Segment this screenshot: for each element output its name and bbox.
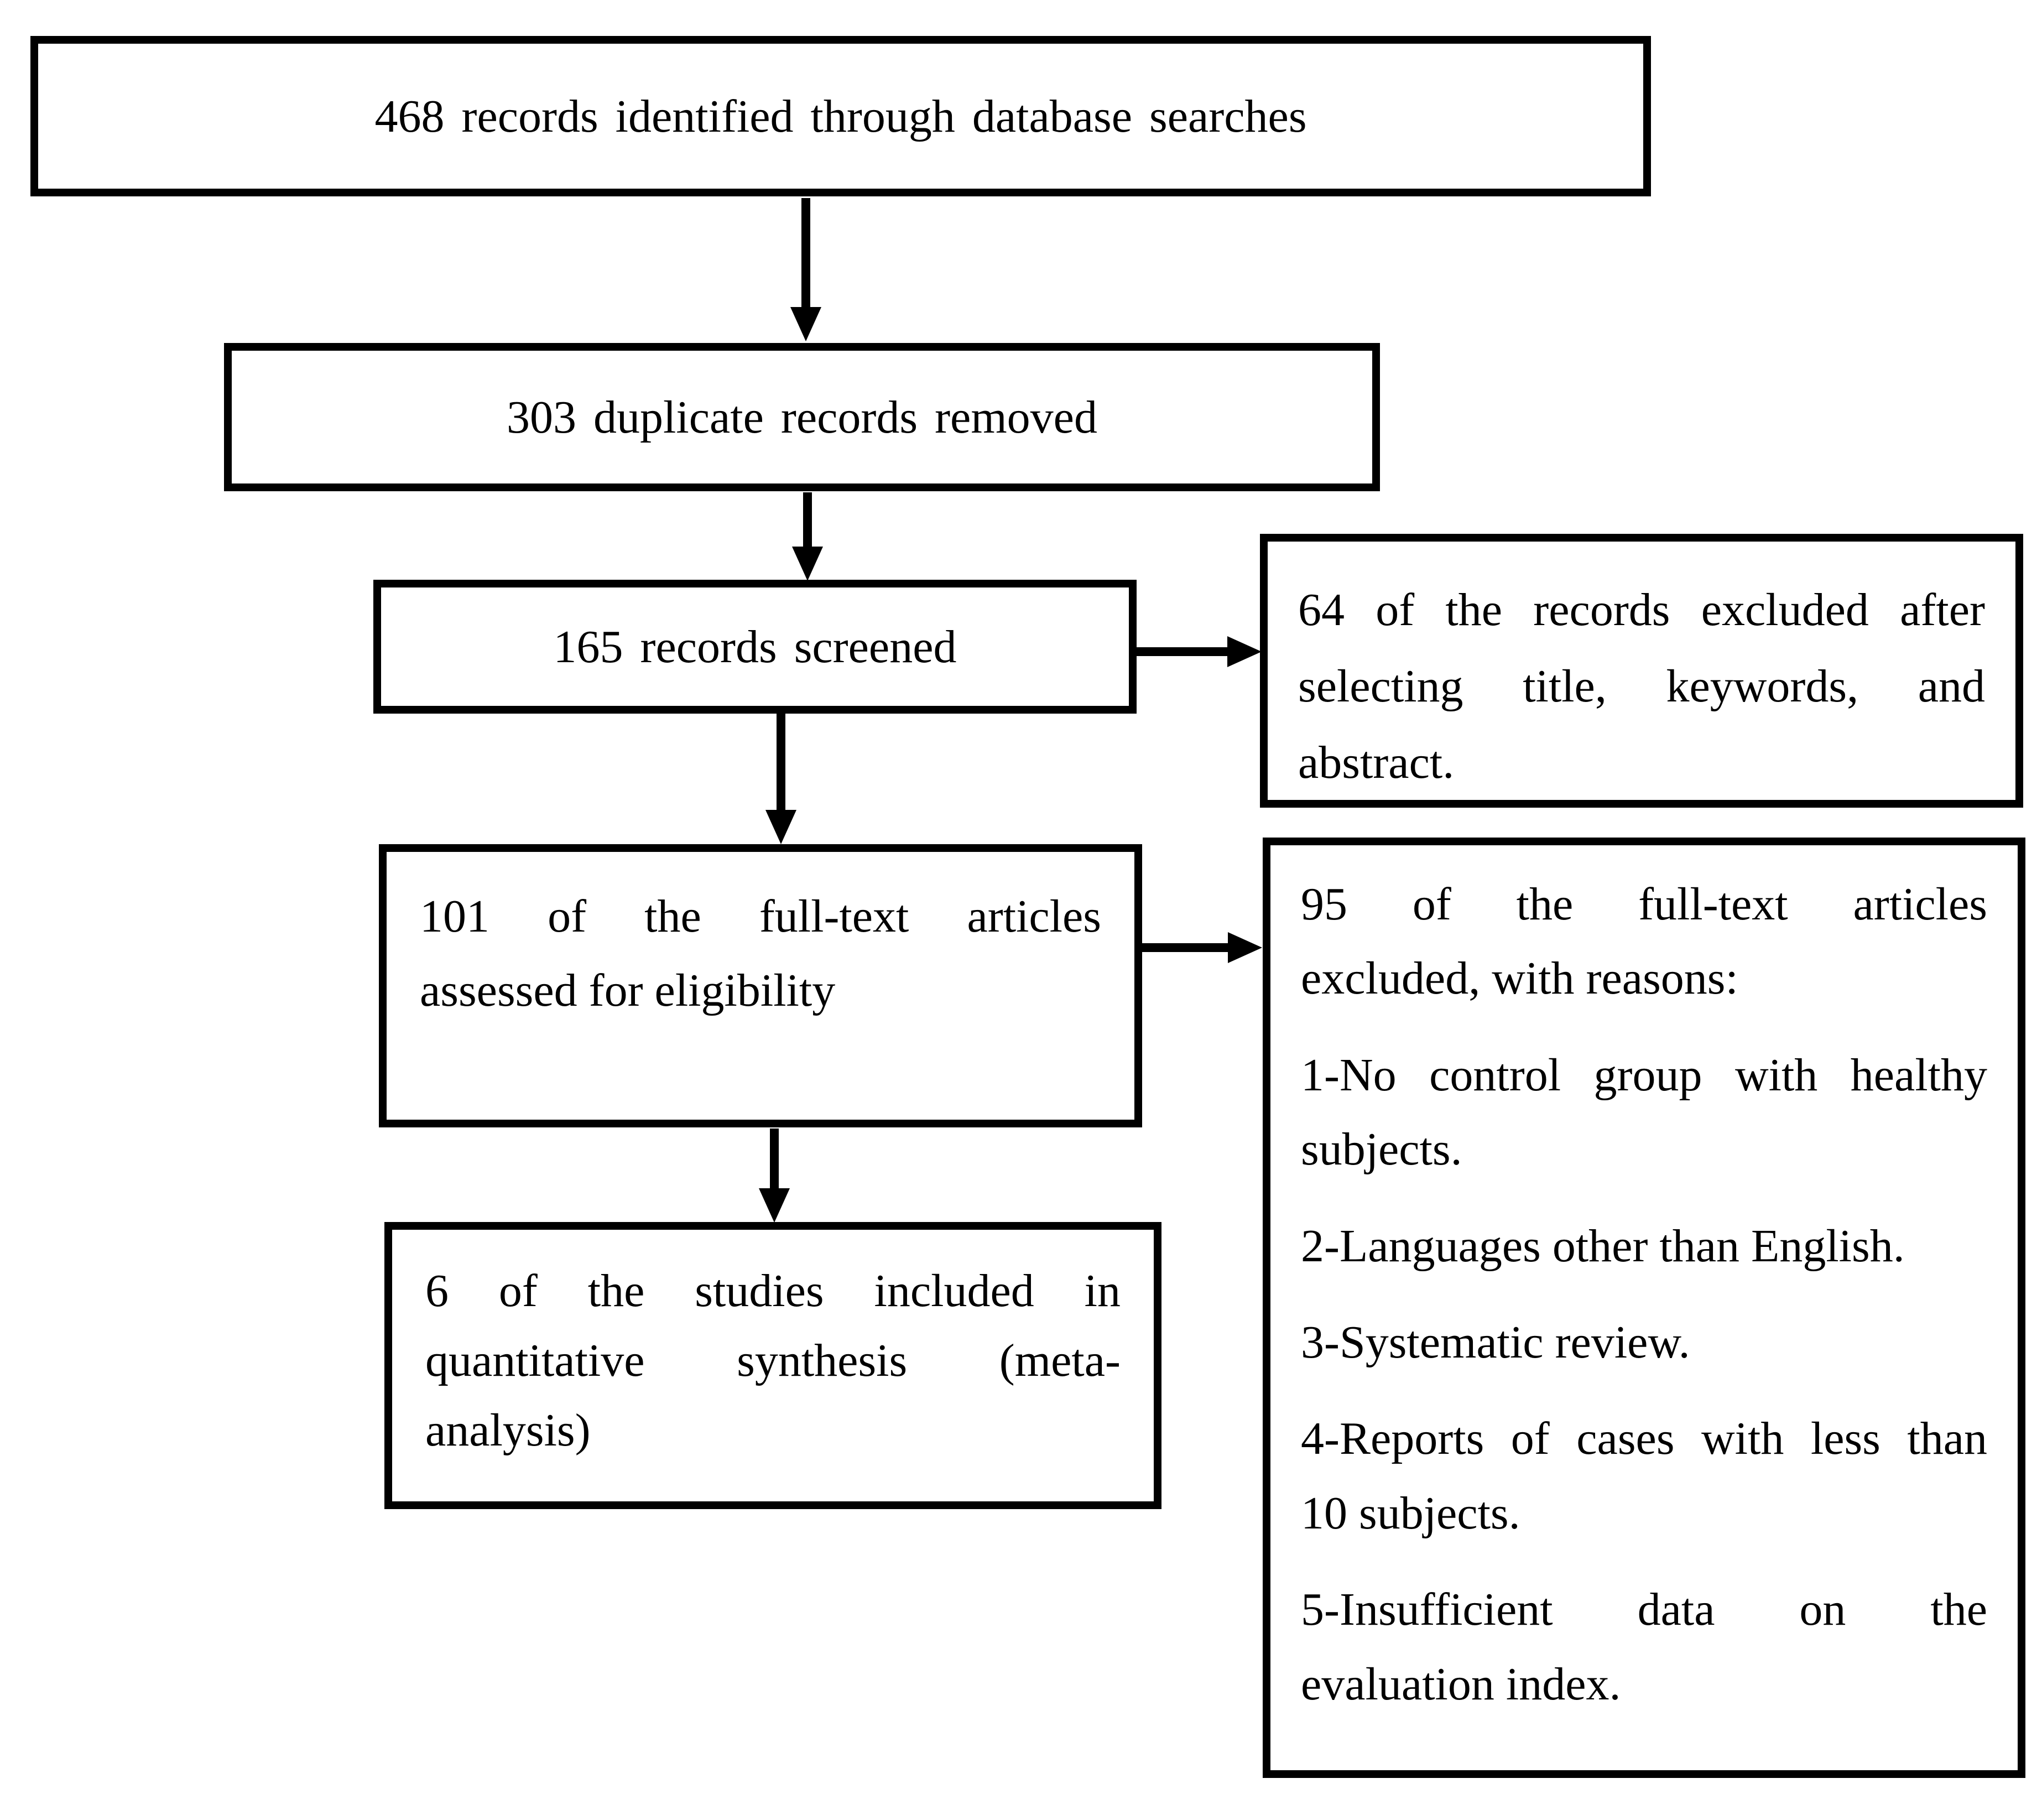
text-line: 10 subjects. (1301, 1487, 1520, 1539)
arrow-head-icon (1228, 932, 1262, 963)
paragraph: 64 of the records excluded after selectin… (1298, 572, 1985, 800)
arrow-head-icon (792, 547, 823, 581)
arrow-head-icon (1227, 636, 1262, 667)
arrow-shaft (770, 1129, 779, 1190)
arrow-head-icon (759, 1188, 790, 1223)
text-line: excluded, with reasons: (1301, 953, 1738, 1005)
text-line: 1-No control group with healthy (1301, 1049, 1987, 1101)
paragraph: 95 of the full-text articles excluded, wi… (1301, 867, 1987, 1016)
paragraph: 3-Systematic review. (1301, 1306, 1987, 1380)
box-studies-included: 6 of the studies included in quantitative… (384, 1222, 1161, 1509)
paragraph: 1-No control group with healthy subjects. (1301, 1038, 1987, 1187)
text-line: 5-Insufficient data on the (1301, 1584, 1987, 1636)
records-identified-text: 468 records identified through database … (374, 90, 1307, 142)
box-duplicates-removed: 303 duplicate records removed (224, 343, 1380, 491)
text-line: 3-Systematic review. (1301, 1316, 1690, 1368)
duplicates-removed-text: 303 duplicate records removed (507, 391, 1097, 443)
box-fulltext-assessed: 101 of the full-text articles assessed fo… (379, 844, 1142, 1127)
text-line: 6 of the studies included in (425, 1265, 1121, 1317)
arrow-shaft (1141, 943, 1230, 952)
paragraph: 101 of the full-text articles assessed fo… (420, 880, 1101, 1028)
box-records-excluded: 64 of the records excluded after selectin… (1260, 534, 2023, 808)
arrow-head-icon (765, 810, 796, 844)
text-line: subjects. (1301, 1124, 1462, 1176)
box-records-identified: 468 records identified through database … (30, 36, 1651, 196)
text-line: analysis) (425, 1405, 591, 1456)
text-line: 64 of the records excluded after (1298, 584, 1985, 636)
text-line: selecting title, keywords, and (1298, 660, 1985, 712)
paragraph: 2-Languages other than English. (1301, 1209, 1987, 1283)
arrow-shaft (803, 492, 812, 548)
text-line: 4-Reports of cases with less than (1301, 1413, 1987, 1465)
text-line: 95 of the full-text articles (1301, 878, 1987, 930)
arrow-shaft (777, 714, 785, 812)
text-line: 2-Languages other than English. (1301, 1220, 1905, 1272)
paragraph: 4-Reports of cases with less than 10 subj… (1301, 1402, 1987, 1551)
text-line: evaluation index. (1301, 1658, 1621, 1710)
text-line: 101 of the full-text articles (420, 891, 1101, 942)
box-fulltext-excluded: 95 of the full-text articles excluded, wi… (1263, 838, 2025, 1778)
arrow-shaft (1137, 647, 1230, 656)
text-line: assessed for eligibility (420, 965, 836, 1017)
text-line: quantitative synthesis (meta- (425, 1335, 1121, 1386)
records-screened-text: 165 records screened (553, 621, 957, 673)
text-line: abstract. (1298, 736, 1455, 788)
paragraph: 5-Insufficient data on the evaluation ind… (1301, 1573, 1987, 1722)
arrow-head-icon (790, 307, 821, 341)
box-records-screened: 165 records screened (373, 580, 1137, 714)
arrow-shaft (801, 198, 810, 309)
paragraph: 6 of the studies included in quantitative… (425, 1256, 1121, 1465)
